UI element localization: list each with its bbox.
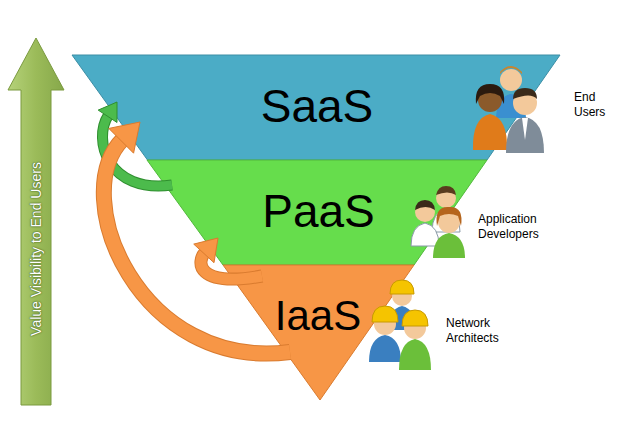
role-label: End Users xyxy=(574,90,618,120)
band-label: PaaS xyxy=(223,188,414,234)
label-holder: Network Architects xyxy=(446,316,518,346)
saas-band: SaaS xyxy=(72,55,560,160)
label-holder: End Users xyxy=(574,90,618,120)
label-holder: Application Developers xyxy=(478,212,566,242)
paas-band: PaaS xyxy=(147,160,487,265)
label-holder: Value Visibility to End Users xyxy=(28,99,44,399)
role-label: Application Developers xyxy=(478,212,566,242)
band-label: IaaS xyxy=(268,295,368,337)
arrow-head xyxy=(194,238,218,263)
band-label: SaaS xyxy=(147,83,487,129)
arrow-head xyxy=(109,122,140,153)
iaas-band: IaaS xyxy=(223,265,414,400)
role-label: Network Architects xyxy=(446,316,518,346)
axis-label: Value Visibility to End Users xyxy=(28,99,44,399)
